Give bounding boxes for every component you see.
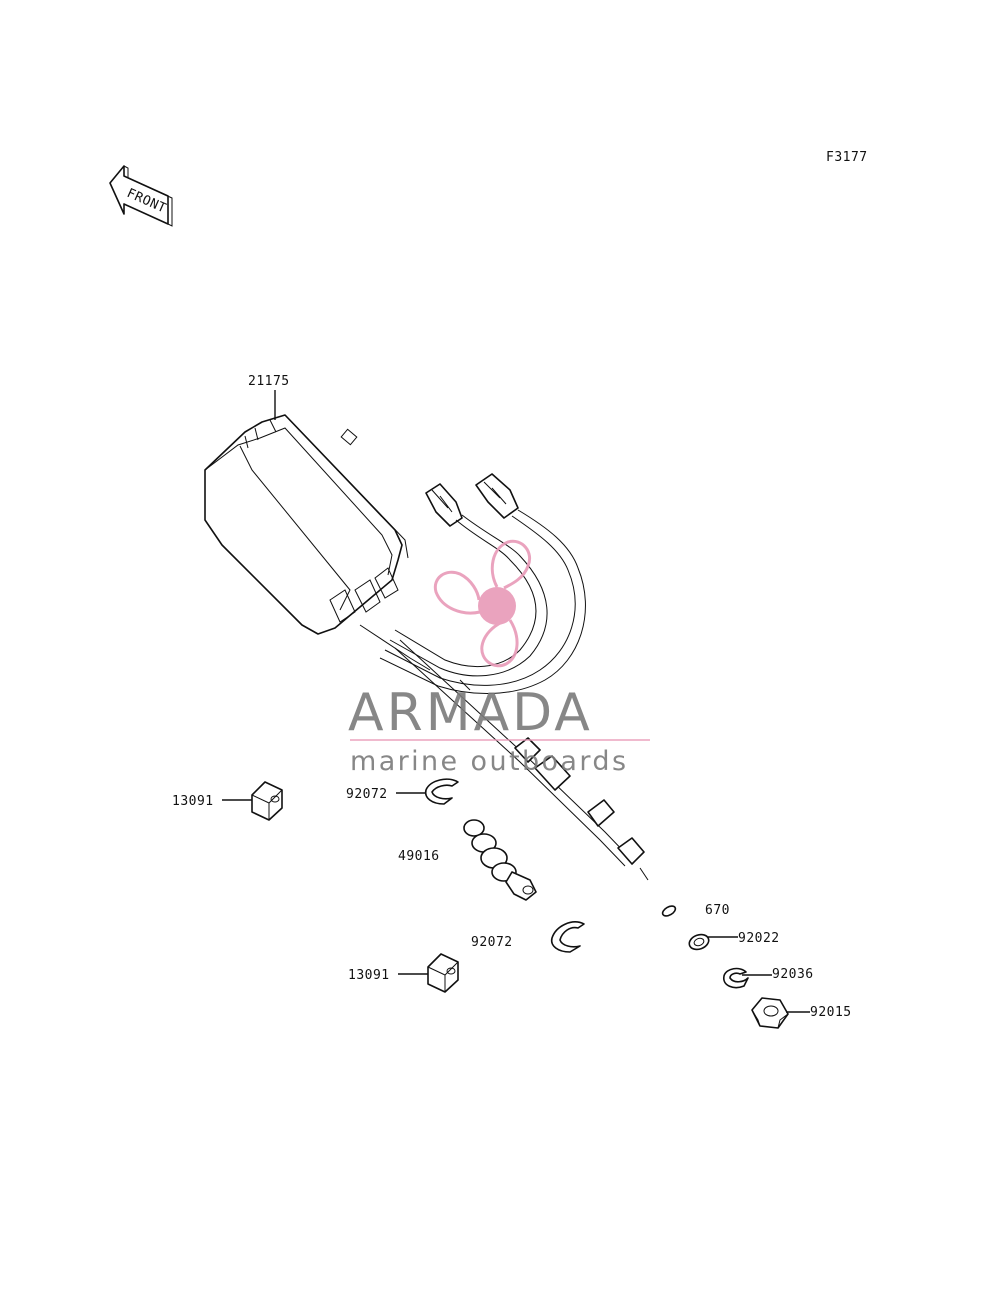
rubber-boot-49016 (463, 819, 537, 901)
spring-washer-92036 (723, 967, 749, 989)
label-92036: 92036 (772, 967, 814, 982)
propeller-logo-icon (433, 539, 531, 668)
watermark-tagline: marine outboards (350, 746, 628, 777)
clip-92072-a (424, 778, 459, 805)
throttle-cable (394, 639, 649, 881)
front-arrow-icon: FRONT (109, 165, 173, 227)
label-21175: 21175 (248, 374, 290, 389)
label-92072-b: 92072 (471, 935, 513, 950)
label-92022: 92022 (738, 931, 780, 946)
nut-92015 (751, 997, 789, 1029)
control-box-21175 (204, 414, 409, 635)
clamp-block-13091-a (251, 781, 283, 821)
label-670: 670 (705, 903, 730, 918)
label-92072-a: 92072 (346, 787, 388, 802)
connector-plugs (425, 473, 519, 527)
figure-code: F3177 (826, 150, 868, 165)
clip-92072-b (550, 921, 585, 953)
watermark-brand: ARMADA (348, 683, 593, 743)
o-ring-670 (661, 905, 677, 917)
label-13091-a: 13091 (172, 794, 214, 809)
label-13091-b: 13091 (348, 968, 390, 983)
watermark: ARMADA marine outboards (348, 539, 650, 777)
label-49016: 49016 (398, 849, 440, 864)
clamp-block-13091-b (427, 953, 459, 993)
washer-92022 (688, 933, 710, 951)
leader-lines (222, 390, 810, 1013)
label-92015: 92015 (810, 1005, 852, 1020)
